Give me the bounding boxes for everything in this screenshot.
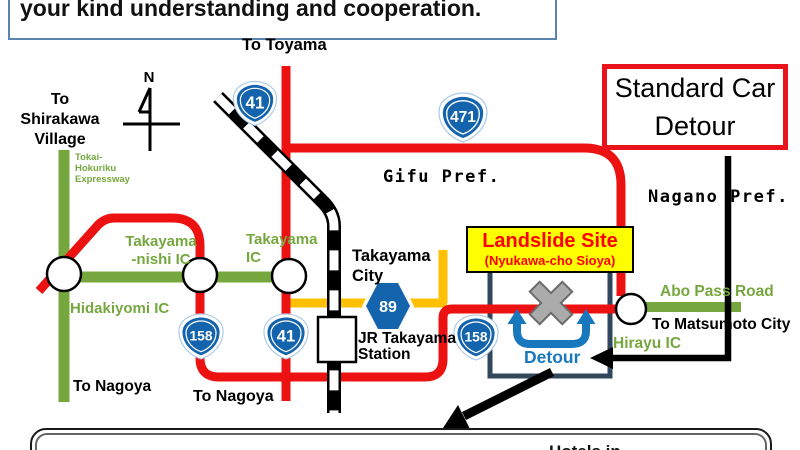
jr-railway-line xyxy=(213,92,341,413)
detour-u-arrow-icon xyxy=(507,309,596,348)
interchange-nodes xyxy=(45,255,648,326)
svg-text:41: 41 xyxy=(245,93,265,112)
jr-takayama-station-box xyxy=(316,315,358,364)
hotels-pointer-arrow xyxy=(443,367,555,429)
label-to-toyama: To Toyama xyxy=(242,36,327,54)
label-to-nagoya-west: To Nagoya xyxy=(73,378,152,395)
landslide-site-title: Landslide Site xyxy=(482,230,618,252)
label-nagano-pref: Nagano Pref. xyxy=(648,187,789,207)
label-hidakiyomi-ic: Hidakiyomi IC xyxy=(70,300,170,317)
route-158-path xyxy=(35,213,631,382)
hotels-info-partial-text: Hotels in xyxy=(549,442,621,450)
notice-banner-text: your kind understanding and cooperation. xyxy=(20,0,482,21)
route-89-hexagon-shield: 89 xyxy=(362,280,414,332)
standard-car-detour-line2: Detour xyxy=(654,111,736,141)
hotels-info-box-inner-border: Hotels in xyxy=(35,433,767,450)
standard-car-detour-sign: Standard Car Detour xyxy=(602,64,788,150)
label-detour: Detour xyxy=(524,347,581,367)
standard-detour-pointer-arrow xyxy=(590,156,732,369)
tokai-hokuriku-expressway-line xyxy=(58,150,289,402)
notice-banner: your kind understanding and cooperation. xyxy=(8,0,557,40)
hidakiyomi-ic-node xyxy=(45,255,83,293)
label-tokai-hokuriku-expressway: Tokai- Hokuriku Expressway xyxy=(75,152,130,185)
landslide-site-sign: Landslide Site (Nyukawa-cho Sioya) xyxy=(466,226,634,273)
standard-car-detour-line1: Standard Car xyxy=(614,73,776,103)
label-abo-pass-road: Abo Pass Road xyxy=(660,283,774,300)
svg-text:41: 41 xyxy=(277,327,295,346)
label-to-shirakawa-village: To Shirakawa Village xyxy=(20,91,100,148)
label-to-nagoya-mid: To Nagoya xyxy=(193,388,274,405)
route-41-shield-south: 41 xyxy=(263,313,309,360)
svg-text:89: 89 xyxy=(379,299,397,316)
svg-text:158: 158 xyxy=(465,330,488,345)
label-to-matsumoto-city: To Matsumoto City xyxy=(652,316,791,333)
road-closure-x-icon xyxy=(528,280,574,326)
svg-text:471: 471 xyxy=(450,109,476,126)
route-471-shield: 471 xyxy=(438,92,488,143)
takayama-ic-node xyxy=(270,257,308,295)
hotels-info-box: Hotels in xyxy=(30,428,772,450)
label-takayama-ic: Takayama IC xyxy=(246,231,318,266)
svg-text:158: 158 xyxy=(190,329,213,344)
label-gifu-pref: Gifu Pref. xyxy=(383,167,501,187)
label-takayama-city: Takayama City xyxy=(352,247,431,285)
label-jr-takayama-station: JR Takayama Station xyxy=(358,330,456,363)
route-158-shield-east: 158 xyxy=(453,314,499,361)
route-158-shield-west: 158 xyxy=(178,313,224,360)
route-471-branch xyxy=(286,143,626,296)
landslide-site-subtitle: (Nyukawa-cho Sioya) xyxy=(484,253,616,268)
hirayu-ic-node xyxy=(614,292,648,326)
takayama-nishi-ic-node xyxy=(181,256,219,294)
route-41-shield-north: 41 xyxy=(232,80,278,127)
compass-north-icon xyxy=(123,87,180,151)
compass-n-letter: N xyxy=(144,69,155,86)
label-hirayu-ic: Hirayu IC xyxy=(613,335,682,352)
label-takayama-nishi-ic: Takayama -nishi IC xyxy=(125,233,197,268)
